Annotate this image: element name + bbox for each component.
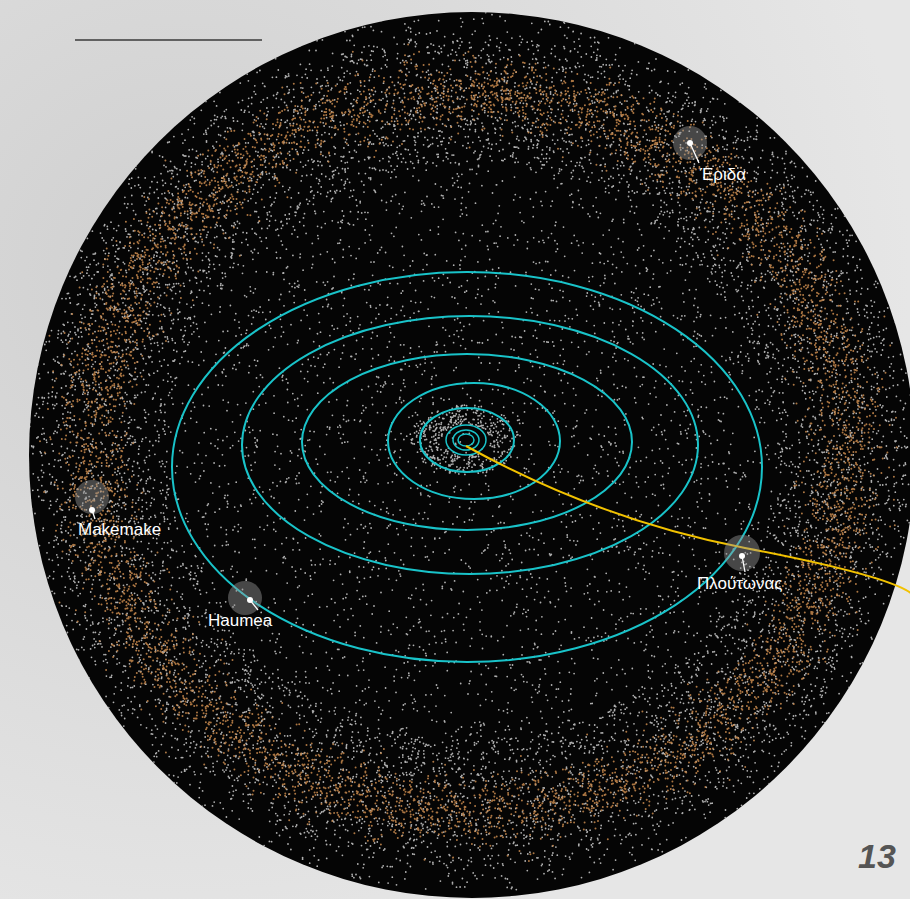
object-label: Haumea	[208, 612, 272, 631]
belt-particles	[8, 12, 910, 891]
orbit	[420, 408, 514, 472]
leader-line	[742, 556, 745, 572]
space-disc	[29, 12, 910, 898]
object-label: Makemake	[78, 521, 161, 540]
leader-line	[690, 143, 699, 163]
halo	[75, 480, 109, 514]
object-markers	[75, 126, 760, 615]
leader-line	[92, 510, 95, 519]
orbit	[172, 272, 762, 662]
orbit	[242, 316, 698, 574]
orbit	[388, 383, 560, 499]
planet-orbits	[172, 272, 762, 662]
belt-bodies	[39, 44, 898, 862]
halo	[228, 581, 262, 615]
leader-line	[250, 600, 258, 610]
page-number: 13	[858, 838, 896, 875]
orbit	[458, 434, 474, 446]
halo	[724, 535, 760, 571]
orbit	[302, 354, 632, 530]
probe-trajectory	[466, 446, 910, 594]
object-label: Έριδα	[700, 166, 746, 185]
object-label: Πλούτωνας	[697, 575, 783, 594]
rule-line	[75, 39, 262, 41]
icy-bodies	[8, 12, 910, 891]
orbit	[446, 425, 486, 455]
